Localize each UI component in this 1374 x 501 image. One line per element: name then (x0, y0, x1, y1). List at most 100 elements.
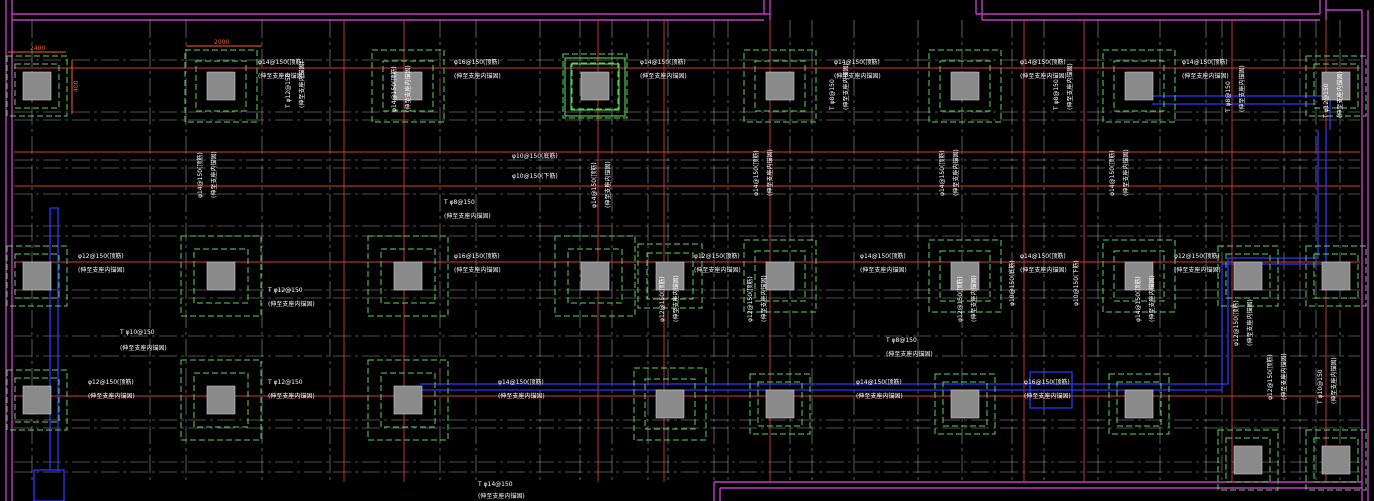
pile-cap-inner (1225, 437, 1271, 483)
pile-cap-inner (1313, 63, 1359, 109)
anchor-label-vertical: (伸至支座内锚固) (1238, 65, 1246, 112)
anchor-label: (伸至支座内锚固) (886, 350, 933, 358)
tie-label: T φ12@150 (267, 287, 303, 294)
anchor-label: (伸至支座内锚固) (498, 392, 545, 400)
pile-cap-outer (1102, 239, 1176, 313)
pile-cap-outer (367, 235, 449, 317)
beam-line (420, 130, 1319, 385)
rebar-label-vertical: φ14@150(顶筋) (590, 162, 598, 208)
tie-label: T φ10@150 (119, 329, 155, 336)
pile-cap-outer (371, 49, 445, 123)
rebar-label-vertical: φ14@150(顶筋) (1134, 276, 1142, 322)
rebar-label-vertical: φ14@150(顶筋) (752, 150, 760, 196)
pile-cap-outer (1217, 429, 1279, 491)
anchor-label: (伸至支座内锚固) (1020, 72, 1067, 80)
pile-cap-inner (942, 381, 988, 427)
tie-label-vertical: T φ12@150 (1323, 83, 1330, 119)
pile-cap-outer (1305, 55, 1367, 117)
column-square (950, 389, 980, 419)
column-square (1321, 261, 1351, 291)
rebar-label: φ12@150(顶筋) (78, 252, 124, 260)
anchor-label: (伸至支座内锚固) (860, 266, 907, 274)
rebar-label: φ14@150(顶筋) (834, 58, 880, 66)
pile-cap-outer (554, 235, 636, 317)
pile-cap-inner (754, 60, 806, 112)
anchor-label: (伸至支座内锚固) (268, 300, 315, 308)
pile-cap-outer (1305, 429, 1367, 491)
tie-label: T φ8@150 (885, 337, 917, 344)
rebar-label: φ14@150(顶筋) (1020, 252, 1066, 260)
pile-cap-inner (1113, 60, 1165, 112)
pile-caps (6, 49, 1367, 491)
tie-label: T φ12@150 (267, 379, 303, 386)
rebar-label: φ16@150(顶筋) (454, 252, 500, 260)
column-square (393, 71, 423, 101)
anchor-label-vertical: (伸至支座内锚固) (210, 151, 218, 198)
pile-cap-outer (180, 359, 262, 441)
column-square (655, 261, 685, 291)
pile-cap-inner (382, 60, 434, 112)
pile-cap-outer (1108, 373, 1170, 435)
tie-label: T φ14@150 (477, 481, 513, 488)
pile-cap-outer (743, 49, 817, 123)
tie-label-vertical: T φ12@150 (285, 73, 292, 109)
pile-cap-outer (6, 369, 68, 431)
pile-cap-outer (6, 55, 68, 117)
rebar-label: φ12@150(顶筋) (694, 252, 740, 260)
rebar-label-vertical: φ14@150(顶筋) (938, 150, 946, 196)
column-square (393, 261, 423, 291)
rebar-label: φ12@150(顶筋) (88, 378, 134, 386)
tie-label: T φ8@150 (443, 199, 475, 206)
pile-cap-inner (1116, 381, 1162, 427)
pile-cap-inner (939, 250, 991, 302)
anchor-label: (伸至支座内锚固) (1020, 266, 1067, 274)
anchor-label-vertical: (伸至支座内锚固) (604, 161, 612, 208)
anchor-label: (伸至支座内锚固) (478, 492, 525, 500)
anchor-label-vertical: (伸至支座内锚固) (1336, 71, 1344, 118)
rebar-label: φ16@150(顶筋) (454, 58, 500, 66)
anchor-label-vertical: (伸至支座内锚固) (298, 61, 306, 108)
beam-line (420, 130, 1327, 391)
tie-label-vertical: T φ8@150 (1053, 79, 1060, 111)
anchor-label-vertical: (伸至支座内锚固) (672, 275, 680, 322)
rebar-label-vertical: φ12@150(顶筋) (658, 276, 666, 322)
pile-cap-inner (380, 248, 436, 304)
pile-cap-inner (193, 372, 249, 428)
column-square (1124, 389, 1154, 419)
anchor-label: (伸至支座内锚固) (88, 392, 135, 400)
anchor-label: (伸至支座内锚固) (694, 266, 741, 274)
column-square (580, 71, 610, 101)
pile-cap-inner (646, 252, 694, 300)
rebar-label: φ14@150(顶筋) (856, 378, 902, 386)
column-square (1321, 71, 1351, 101)
pile-cap-outer (934, 373, 996, 435)
tie-label-vertical: T φ8@150 (829, 79, 836, 111)
anchor-label: (伸至支座内锚固) (120, 344, 167, 352)
rebar-label-vertical: φ12@150(顶筋) (956, 276, 964, 322)
column-square (22, 261, 52, 291)
rebar-label: φ12@150(顶筋) (1174, 252, 1220, 260)
anchor-label-vertical: (伸至支座内锚固) (842, 63, 850, 110)
anchor-label-vertical: (伸至支座内锚固) (1148, 275, 1156, 322)
pile-cap-inner (1313, 253, 1359, 299)
rebar-label: φ14@150(顶筋) (860, 252, 906, 260)
pile-cap-inner (1313, 437, 1359, 483)
rebar-label-vertical: φ12@150(顶筋) (1266, 354, 1274, 400)
pile-cap-outer (562, 53, 628, 119)
anchor-label: (伸至支座内锚固) (454, 72, 501, 80)
pile-cap-inner (571, 62, 619, 110)
column-square (1233, 261, 1263, 291)
pile-cap-inner (644, 378, 696, 430)
column-square (950, 71, 980, 101)
column-square (22, 385, 52, 415)
anchor-label: (伸至支座内锚固) (444, 212, 491, 220)
pile-cap-inner (380, 372, 436, 428)
anchor-label: (伸至支座内锚固) (258, 72, 305, 80)
pile-cap-solid-inner (570, 63, 620, 111)
pile-cap-outer (1217, 245, 1279, 307)
pile-cap-inner (757, 381, 803, 427)
rebar-annotations: φ14@150(顶筋) (伸至支座内锚固) φ16@150(顶筋) (伸至支座内… (78, 58, 1344, 500)
pile-cap-outer (928, 49, 1002, 123)
pile-cap-outer (743, 239, 817, 313)
